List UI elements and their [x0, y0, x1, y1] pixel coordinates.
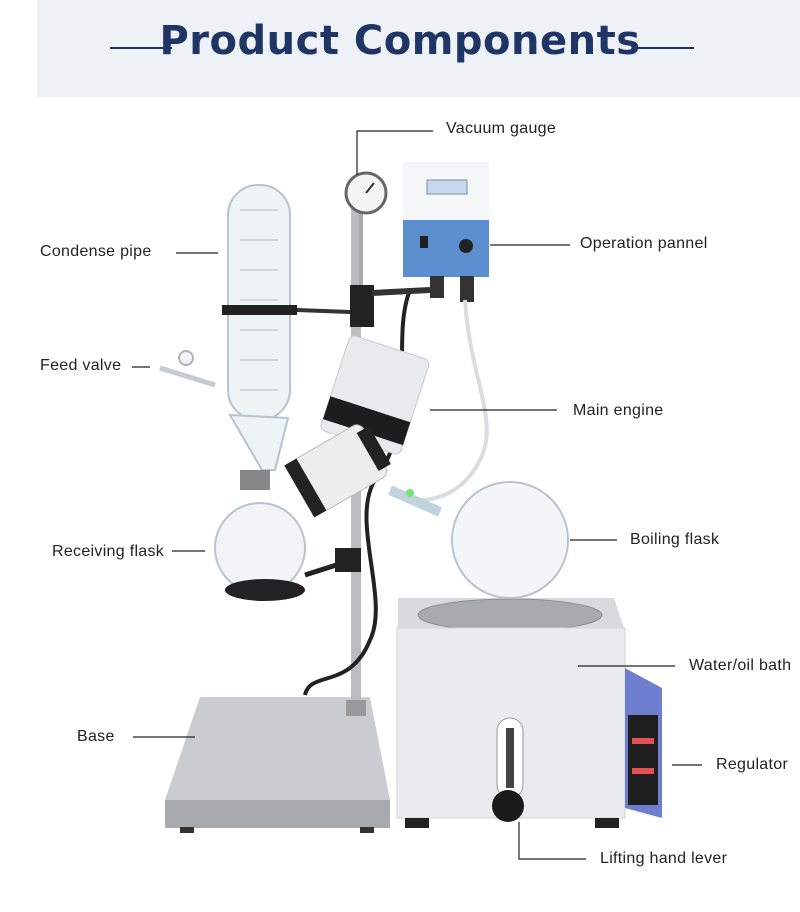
receiving-flask-clip [240, 470, 270, 490]
operation-panel-display [426, 179, 468, 195]
feed-valve-knob [178, 350, 194, 366]
rotation-joint-cap-right [356, 425, 391, 472]
shaft-seal [406, 489, 414, 497]
vacuum-hose [419, 299, 489, 502]
label-vacuum-gauge: Vacuum gauge [446, 120, 557, 137]
condenser-neck [228, 413, 290, 471]
condense-coil [240, 209, 278, 391]
condenser-clamp [222, 305, 297, 315]
bath-foot-right [595, 818, 619, 828]
panel-arm [371, 287, 431, 296]
title-rule-left [110, 47, 172, 49]
label-lifting-hand-lever: Lifting hand lever [600, 850, 728, 867]
leader-vacuum-gauge [356, 130, 433, 175]
base-plate-top [165, 697, 390, 800]
label-operation-pannel: Operation pannel [580, 235, 708, 252]
receiving-flask-ring [225, 579, 305, 601]
boiling-flask-glass [451, 481, 569, 599]
base-plate-edge [165, 800, 390, 828]
rotation-joint-cap-left [284, 458, 327, 518]
rod-clamp-upper [350, 285, 374, 327]
page-title: Product Components [159, 18, 641, 64]
rotation-joint [284, 424, 391, 518]
title-rule-right [632, 47, 694, 49]
panel-connector-1 [430, 276, 444, 298]
panel-connector-2 [460, 276, 474, 302]
label-feed-valve: Feed valve [40, 357, 122, 374]
power-switch [420, 236, 428, 248]
condense-pipe-glass [227, 184, 291, 421]
bath-foot-left [405, 818, 429, 828]
lever-shaft [506, 728, 514, 788]
bath-basin [417, 598, 603, 632]
label-base: Base [77, 728, 115, 745]
speed-knob [459, 239, 473, 253]
leader-lifting-hand-lever [518, 822, 586, 860]
rotary-shaft [387, 485, 443, 517]
lifting-knob [492, 790, 524, 822]
rod-clamp-lower [335, 548, 361, 572]
rod-collar [346, 700, 366, 716]
label-condense-pipe: Condense pipe [40, 243, 152, 260]
regulator-face [628, 715, 658, 805]
label-boiling-flask: Boiling flask [630, 531, 720, 548]
main-engine [320, 335, 430, 455]
label-regulator: Regulator [716, 756, 789, 773]
label-main-engine: Main engine [573, 402, 664, 419]
regulator-display-1 [632, 738, 654, 744]
feed-valve-tube [159, 365, 216, 388]
vacuum-gauge-needle [365, 182, 375, 194]
main-engine-band [323, 396, 411, 446]
regulator-display-2 [632, 768, 654, 774]
label-receiving-flask: Receiving flask [52, 543, 165, 560]
label-water-oil-bath: Water/oil bath [689, 657, 792, 674]
base-foot-right [360, 827, 374, 833]
base-foot-left [180, 827, 194, 833]
leader-lines [132, 130, 702, 860]
condenser-arm [296, 308, 351, 314]
